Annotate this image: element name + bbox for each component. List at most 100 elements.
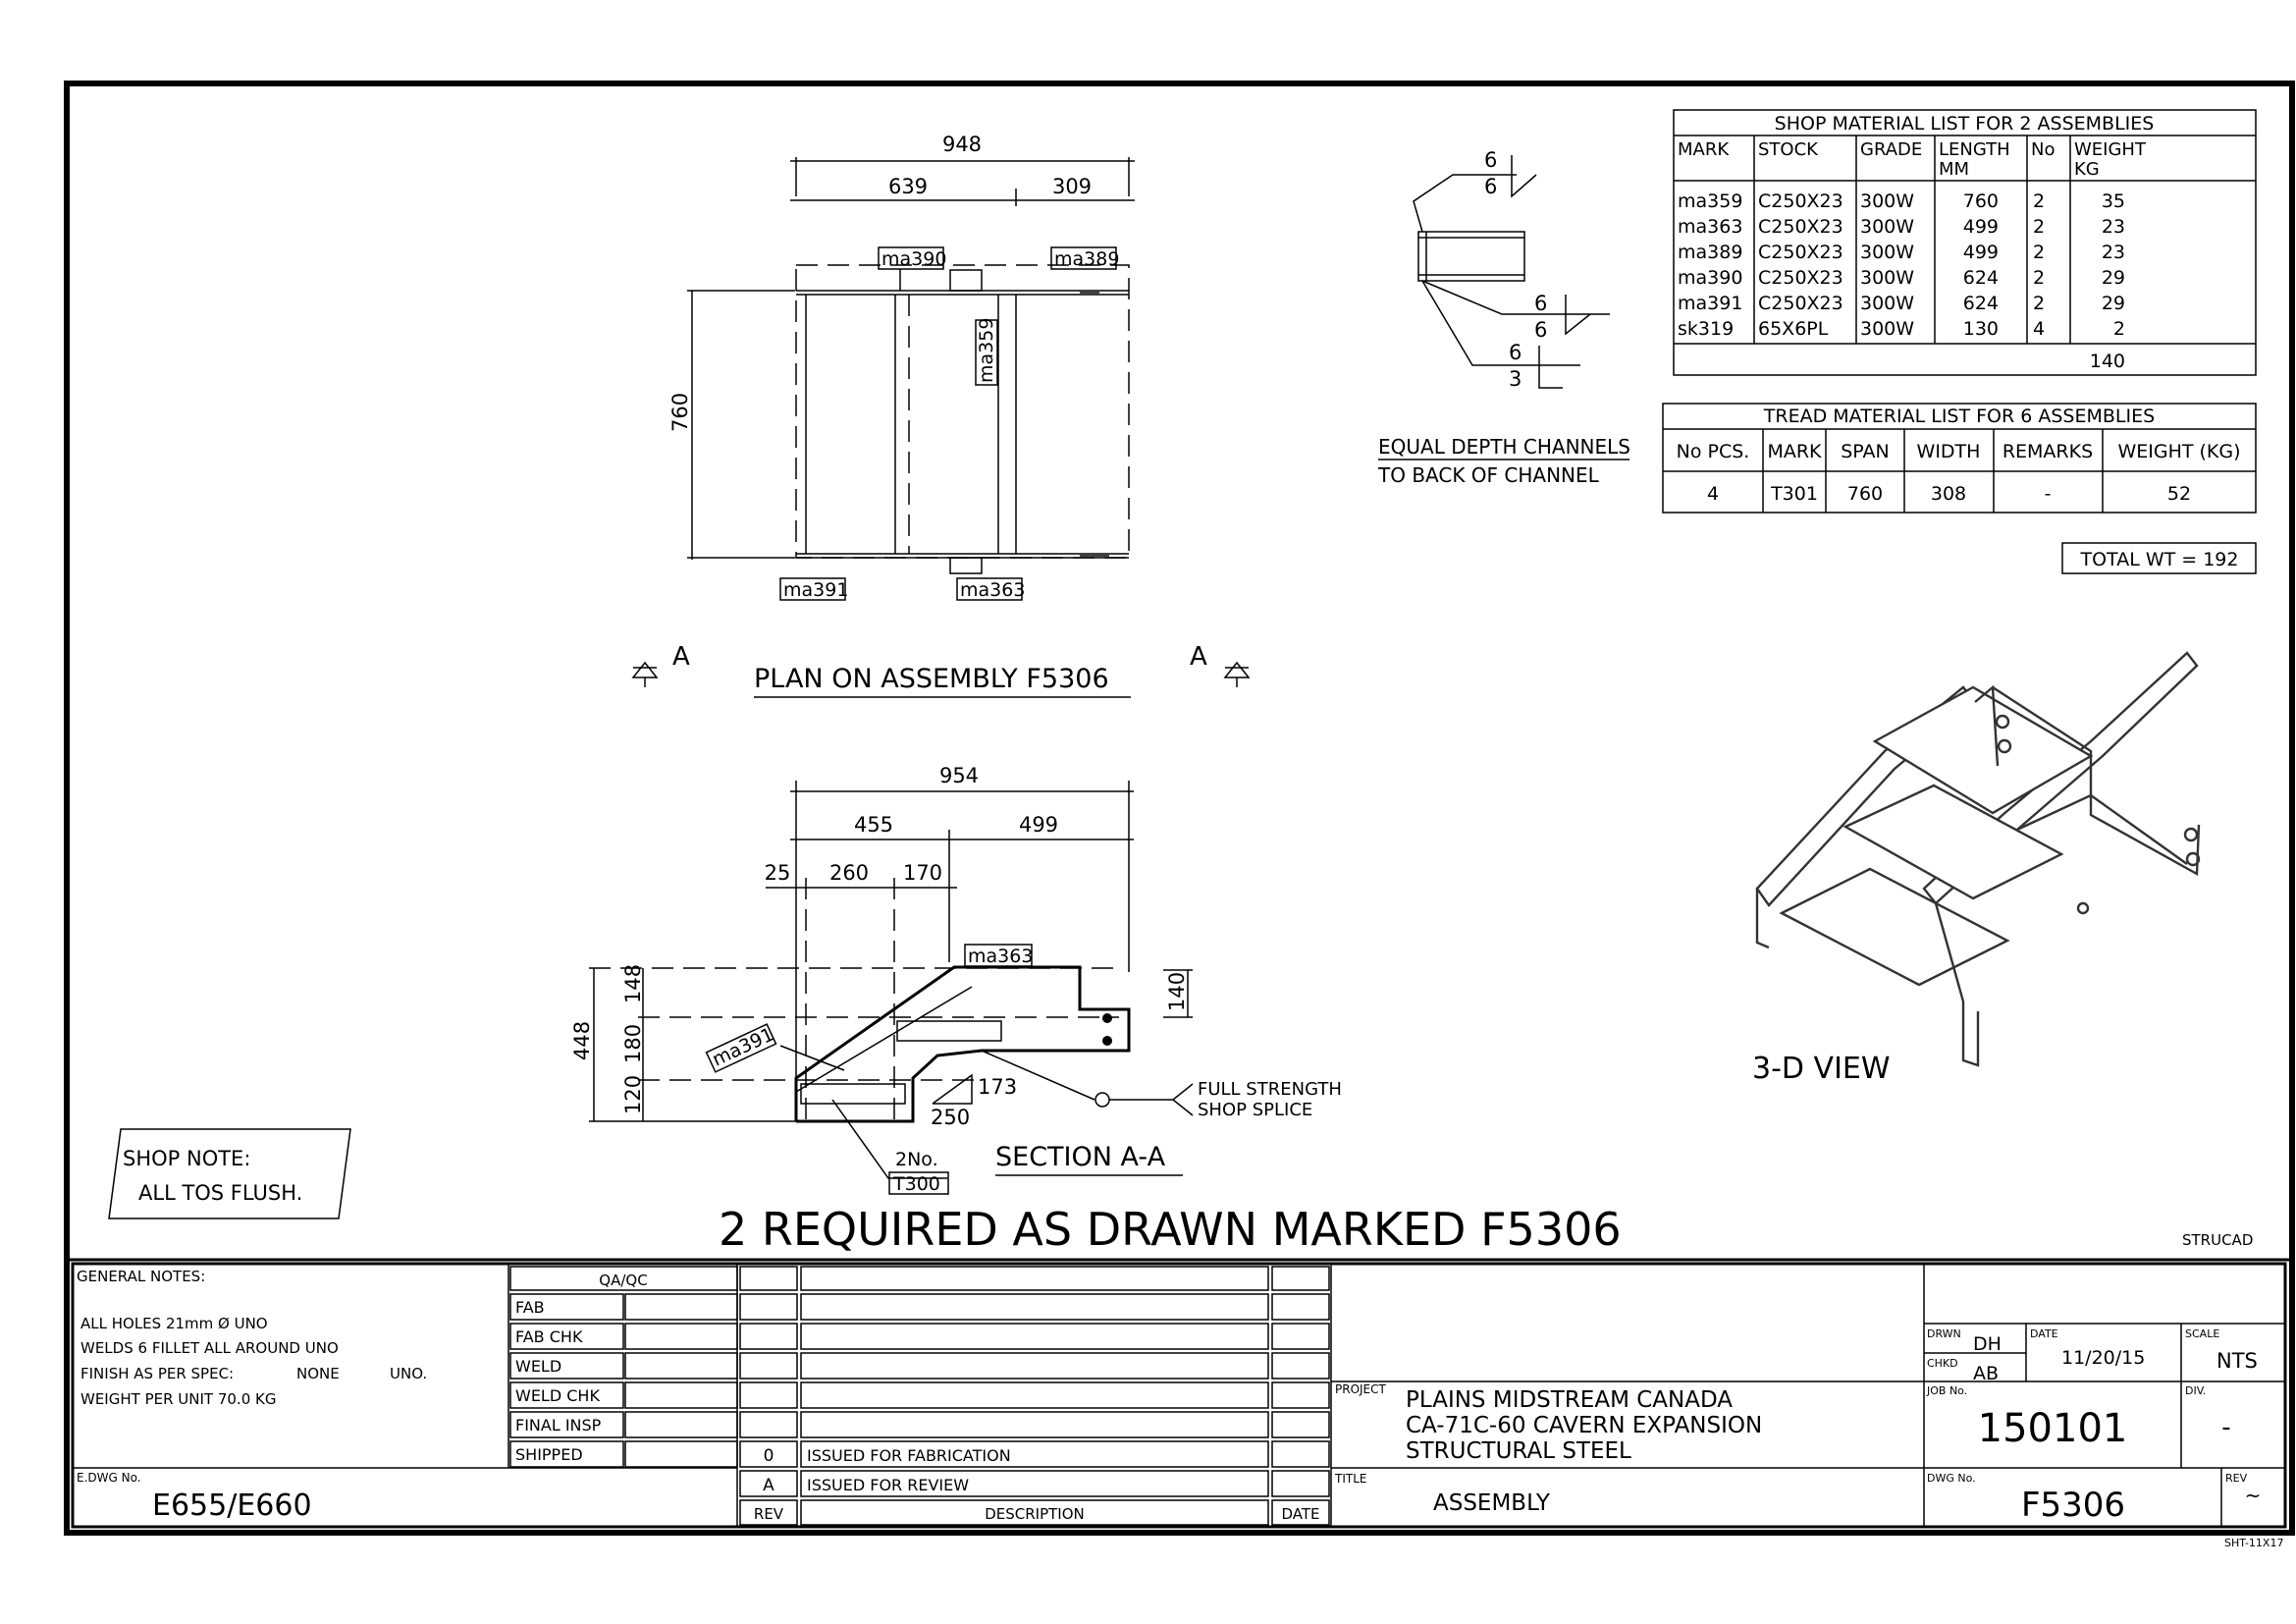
rev-cell (800, 1440, 1269, 1468)
tread-list-cell: 308 (1931, 483, 1966, 505)
sec-dim-448: 448 (570, 1021, 594, 1060)
tread-list-cell: T301 (1770, 483, 1818, 505)
shop-note-line1: SHOP NOTE: (123, 1147, 250, 1170)
weld-note-line2: TO BACK OF CHANNEL (1377, 463, 1600, 487)
shop-list-h-weight-unit: KG (2074, 159, 2100, 180)
rev-a-desc: ISSUED FOR REVIEW (807, 1476, 969, 1494)
rev-a-code: A (763, 1476, 774, 1495)
tread-mark: T300 (892, 1173, 940, 1195)
sec-dim-954: 954 (939, 764, 979, 787)
sec-dim-180: 180 (621, 1024, 645, 1063)
channel-section (1417, 231, 1525, 282)
shop-list-cell: 23 (2102, 216, 2125, 238)
tread-list-h-mark: MARK (1767, 441, 1822, 462)
sec-mark-box-363 (964, 944, 1033, 967)
checked-label: CHKD (1927, 1357, 1958, 1370)
sec-dim-25: 25 (765, 861, 791, 885)
qaqc-value-cell (624, 1323, 738, 1350)
rev-cell (739, 1381, 798, 1409)
shop-list-cell: 300W (1860, 190, 1914, 212)
shop-list-cell: ma391 (1678, 293, 1742, 314)
shop-list-h-no: No (2031, 139, 2055, 160)
shop-list-h-grade: GRADE (1860, 139, 1922, 160)
qaqc-value-cell (624, 1411, 738, 1438)
plan-plate-top (949, 269, 983, 292)
rev-cell (800, 1266, 1269, 1291)
tread-list-title: TREAD MATERIAL LIST FOR 6 ASSEMBLIES (1763, 406, 2155, 427)
plan-mark-ma363: ma363 (960, 579, 1025, 601)
sec-dim-499: 499 (1019, 813, 1058, 837)
strucad-label: STRUCAD (2182, 1231, 2253, 1249)
general-notes-line3b: NONE (296, 1365, 340, 1382)
shop-note-box (108, 1128, 351, 1219)
sec-dim-250: 250 (931, 1106, 970, 1129)
rev-cell (1271, 1499, 1330, 1526)
rev-cell (1271, 1352, 1330, 1380)
shop-list-cell: 760 (1963, 190, 1999, 212)
general-notes-line3a: FINISH AS PER SPEC: (80, 1365, 234, 1382)
sec-dim-120: 120 (621, 1075, 645, 1114)
sec-tread-lower (800, 1083, 906, 1105)
sec-dim-260: 260 (829, 861, 869, 885)
weld-symbol-3 (1538, 346, 1563, 389)
shop-list-cell: ma390 (1678, 267, 1742, 289)
edwg-value: E655/E660 (152, 1489, 312, 1523)
shop-list-cell: 624 (1963, 267, 1999, 289)
title-label: TITLE (1334, 1472, 1366, 1486)
qaqc-value-cell (624, 1381, 738, 1409)
rev-header-rev: REV (754, 1505, 784, 1523)
qaqc-value-cell (624, 1293, 738, 1321)
iso-bolt-2 (1997, 738, 2012, 754)
shop-list-cell: 35 (2102, 190, 2125, 212)
rev-cell (1271, 1323, 1330, 1350)
plan-title: PLAN ON ASSEMBLY F5306 (754, 664, 1109, 694)
weld-note-line1: EQUAL DEPTH CHANNELS (1378, 435, 1630, 459)
shop-list-cell: 4 (2033, 318, 2045, 340)
shop-list-cell: 499 (1963, 242, 1999, 263)
shop-list-cell: C250X23 (1758, 293, 1843, 314)
sec-tread-upper (896, 1020, 1002, 1042)
general-notes-line4: WEIGHT PER UNIT 70.0 KG (80, 1390, 276, 1408)
dwg-value: F5306 (2021, 1486, 2125, 1525)
section-marker-left (631, 661, 659, 678)
iso-right-foot (1934, 902, 1980, 1067)
shop-list-cell: 29 (2102, 293, 2125, 314)
shop-list-cell: 2 (2033, 293, 2045, 314)
project-label: PROJECT (1335, 1382, 1387, 1396)
rev-header-date: DATE (1281, 1505, 1319, 1523)
rev-cell (1271, 1470, 1330, 1497)
rev-cell (1271, 1293, 1330, 1321)
edwg-label: E.DWG No. (77, 1471, 141, 1485)
job-label: JOB No. (1926, 1384, 1967, 1397)
rev-cell (739, 1499, 798, 1526)
tread-leader (831, 1099, 947, 1179)
general-notes-line3c: UNO. (390, 1365, 427, 1382)
rev-0-code: 0 (764, 1446, 774, 1466)
rev-cell (739, 1411, 798, 1438)
tread-list-cell: 760 (1847, 483, 1883, 505)
qaqc-header (509, 1266, 738, 1291)
section-marker-left-label: A (672, 642, 690, 672)
qaqc-item: WELD CHK (515, 1386, 600, 1405)
qaqc-item: WELD (515, 1357, 561, 1376)
shop-list-row-5: sk319 65X6PL 300W 130 4 2 (1678, 318, 2125, 340)
rev-cell (1271, 1411, 1330, 1438)
sec-mark-391-leader (779, 1045, 845, 1071)
plan-plate-bottom (949, 557, 983, 574)
plan-dim-639: 639 (888, 175, 928, 198)
shop-list-h-mark: MARK (1678, 139, 1730, 160)
plan-mark-box-391 (779, 577, 846, 601)
shop-list-row-1: ma363 C250X23 300W 499 2 23 (1678, 216, 2125, 238)
tread-list-h-weight: WEIGHT (KG) (2117, 441, 2240, 462)
job-value: 150101 (1978, 1406, 2128, 1451)
weld-size-4: 6 (1534, 318, 1547, 342)
rev-0-desc: ISSUED FOR FABRICATION (807, 1446, 1011, 1465)
revision-table: 0 ISSUED FOR FABRICATION A ISSUED FOR RE… (739, 1266, 1330, 1526)
qaqc-label-cell (509, 1323, 624, 1350)
rev-cell (739, 1440, 798, 1468)
sec-mark-391-group: ma391 (705, 1023, 777, 1073)
required-text: 2 REQUIRED AS DRAWN MARKED F5306 (719, 1203, 1622, 1256)
shop-list-cell: 624 (1963, 293, 1999, 314)
shop-list-cell: 130 (1963, 318, 1999, 340)
